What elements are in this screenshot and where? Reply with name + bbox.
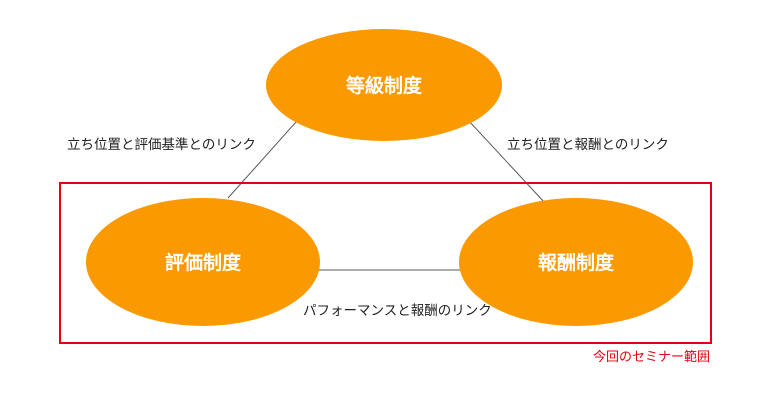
connector-grade-evaluation (227, 121, 297, 199)
link-label-evaluation-compensation: パフォーマンスと報酬のリンク (303, 303, 492, 319)
node-compensation-system: 報酬制度 (459, 198, 693, 326)
seminar-scope-label: 今回のセミナー範囲 (593, 349, 710, 365)
seminar-scope-box (59, 182, 712, 344)
node-evaluation-system-label: 評価制度 (165, 251, 242, 274)
node-grade-system-label: 等級制度 (345, 74, 423, 97)
connector-grade-compensation (467, 119, 546, 204)
link-label-grade-evaluation: 立ち位置と評価基準とのリンク (67, 136, 256, 153)
node-grade-system: 等級制度 (266, 29, 502, 141)
node-evaluation-system: 評価制度 (86, 198, 320, 326)
node-compensation-system-label: 報酬制度 (538, 251, 615, 274)
link-label-grade-compensation: 立ち位置と報酬とのリンク (507, 137, 669, 153)
